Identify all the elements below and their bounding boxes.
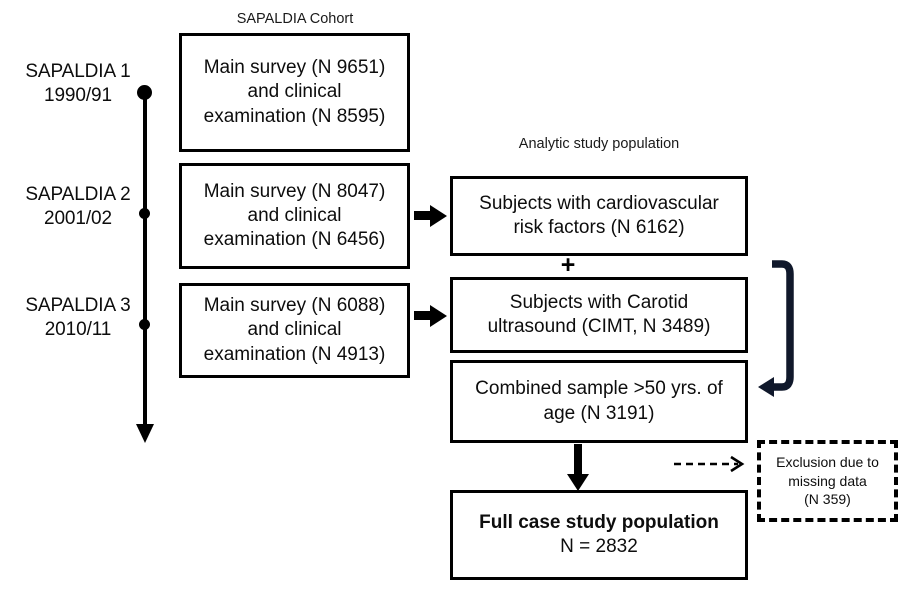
- box-line: Main survey (N 8047): [203, 180, 386, 202]
- box-line: examination (N 4913): [203, 343, 386, 365]
- timeline-label-years: 2001/02: [44, 207, 112, 229]
- box-line: missing data: [788, 472, 867, 489]
- analytic-box-carotid-ultrasound: Subjects with Carotid ultrasound (CIMT, …: [450, 277, 748, 353]
- analytic-box-combined-sample: Combined sample >50 yrs. of age (N 3191): [450, 360, 748, 443]
- exclusion-box-missing-data: Exclusion due to missing data (N 359): [757, 440, 898, 522]
- timeline-label-years: 2010/11: [44, 318, 112, 340]
- box-line: N = 2832: [560, 536, 638, 557]
- box-line: ultrasound (CIMT, N 3489): [487, 316, 711, 337]
- dashed-arrow-right-icon-exclusion: [674, 455, 745, 473]
- timeline-arrowhead-icon: [136, 424, 154, 443]
- box-line: and clinical: [247, 81, 342, 103]
- box-line: Main survey (N 6088): [203, 295, 386, 317]
- timeline-label-sapaldia-3: SAPALDIA 3 2010/11: [8, 294, 148, 342]
- box-line: Full case study population: [479, 511, 719, 533]
- box-line: (N 359): [804, 491, 851, 508]
- cohort-section-header: SAPALDIA Cohort: [236, 11, 354, 27]
- timeline-label-years: 1990/91: [44, 84, 112, 106]
- plus-sign-connector: +: [560, 251, 576, 279]
- arrow-right-icon-sapaldia2-to-risk-factors: [414, 204, 447, 227]
- box-line: and clinical: [247, 204, 342, 226]
- box-line: age (N 3191): [543, 402, 655, 424]
- timeline-dot-sapaldia-3: [139, 319, 150, 330]
- cohort-box-sapaldia-3: Main survey (N 6088) and clinical examin…: [179, 283, 410, 378]
- analytic-box-full-case-study-population: Full case study population N = 2832: [450, 490, 748, 580]
- timeline-label-sapaldia-2: SAPALDIA 2 2001/02: [8, 183, 148, 231]
- box-line: examination (N 8595): [203, 105, 386, 127]
- cohort-box-sapaldia-2: Main survey (N 8047) and clinical examin…: [179, 163, 410, 269]
- box-line: Combined sample >50 yrs. of: [475, 378, 723, 400]
- arrow-right-icon-sapaldia3-to-carotid: [414, 304, 447, 327]
- analytic-section-header: Analytic study population: [518, 136, 680, 152]
- box-line: Exclusion due to: [776, 453, 879, 470]
- timeline-label-sapaldia-1: SAPALDIA 1 1990/91: [8, 60, 148, 108]
- bracket-return-arrow-icon: [758, 260, 794, 397]
- cohort-box-sapaldia-1: Main survey (N 9651) and clinical examin…: [179, 33, 410, 152]
- timeline-axis: [143, 92, 147, 426]
- box-line: risk factors (N 6162): [513, 217, 685, 238]
- analytic-box-cardiovascular-risk: Subjects with cardiovascular risk factor…: [450, 176, 748, 256]
- box-line: Subjects with cardiovascular: [479, 192, 719, 214]
- timeline-label-name: SAPALDIA 1: [25, 61, 131, 82]
- timeline-dot-sapaldia-2: [139, 208, 150, 219]
- timeline-label-name: SAPALDIA 2: [25, 184, 131, 205]
- box-line: Main survey (N 9651): [203, 57, 386, 79]
- box-line: Subjects with Carotid: [509, 291, 689, 313]
- box-line: examination (N 6456): [203, 229, 386, 251]
- arrow-down-shaft-combined-to-fullcase: [574, 444, 582, 477]
- timeline-dot-sapaldia-1: [137, 85, 152, 100]
- timeline-label-name: SAPALDIA 3: [25, 295, 131, 316]
- arrow-down-icon-combined-to-fullcase: [567, 474, 589, 491]
- box-line: and clinical: [247, 319, 342, 341]
